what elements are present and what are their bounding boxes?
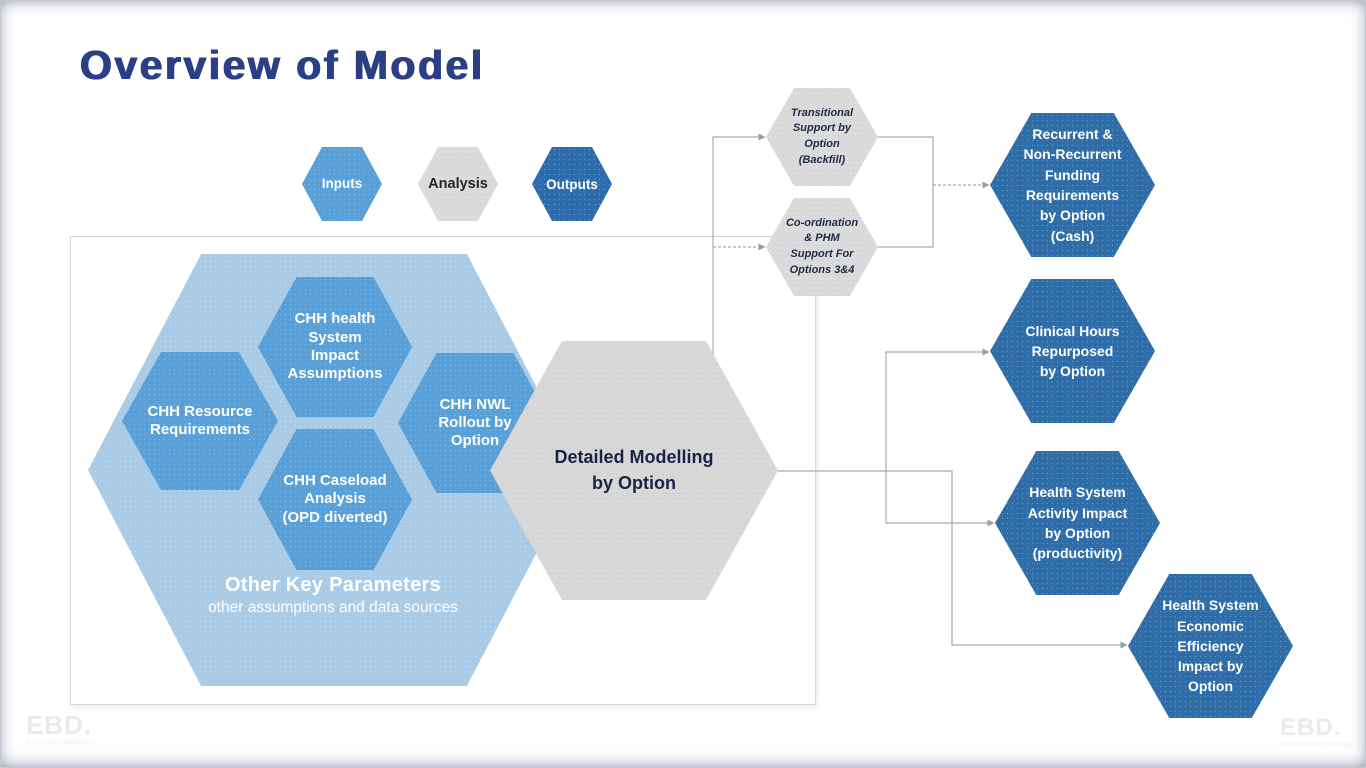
hex-transitional-support: Transitional Support by Option (Backfill…: [766, 88, 878, 186]
ebd-logo-text: EBD.: [1280, 714, 1342, 741]
other-key-parameters: Other Key Parameters other assumptions a…: [103, 574, 563, 617]
page-title: Overview of Model: [80, 42, 485, 88]
hex-label: Health System Economic Efficiency Impact…: [1162, 597, 1259, 695]
ebd-logo-subtext: EconomicsByDesign: [1280, 741, 1352, 748]
hex-economic-efficiency: Health System Economic Efficiency Impact…: [1128, 574, 1293, 718]
hex-funding-requirements: Recurrent & Non-Recurrent Funding Requir…: [990, 113, 1155, 257]
hex-label: Transitional Support by Option (Backfill…: [790, 106, 854, 166]
hex-label: CHH Resource Requirements: [147, 402, 253, 438]
hex-label: Recurrent & Non-Recurrent Funding Requir…: [1023, 126, 1122, 244]
hex-activity-impact: Health System Activity Impact by Option …: [995, 451, 1160, 595]
hex-label: Co-ordination & PHM Support For Options …: [785, 216, 859, 276]
hex-label: CHH Caseload Analysis (OPD diverted): [282, 472, 388, 526]
other-key-parameters-subtitle: other assumptions and data sources: [208, 599, 458, 616]
ebd-logo-subtext: EconomicsByDesign: [26, 739, 98, 746]
hex-label: CHH NWL Rollout by Option: [438, 395, 512, 450]
hex-label: CHH health System Impact Assumptions: [287, 310, 383, 383]
hex-chh-resource-requirements: CHH Resource Requirements: [122, 352, 278, 490]
hex-label: Clinical Hours Repurposed by Option: [1025, 322, 1120, 380]
legend-hex-analysis: Analysis: [418, 147, 498, 221]
hex-detailed-modelling: Detailed Modelling by Option: [490, 341, 778, 600]
legend-analysis-label: Analysis: [428, 176, 488, 192]
ebd-logo-text: EBD.: [26, 710, 93, 740]
ebd-logo: EBD. EconomicsByDesign: [26, 712, 97, 747]
legend-outputs-label: Outputs: [546, 176, 598, 192]
hex-label: Health System Activity Impact by Option …: [1027, 484, 1128, 562]
hex-clinical-hours-repurposed: Clinical Hours Repurposed by Option: [990, 279, 1155, 423]
hex-label: Detailed Modelling by Option: [554, 447, 714, 493]
ebd-logo: EBD. EconomicsByDesign: [1280, 716, 1351, 749]
legend-inputs-label: Inputs: [321, 175, 363, 191]
hex-coordination-phm-support: Co-ordination & PHM Support For Options …: [766, 198, 878, 296]
legend-hex-inputs: Inputs: [302, 147, 382, 221]
other-key-parameters-title: Other Key Parameters: [224, 574, 442, 596]
